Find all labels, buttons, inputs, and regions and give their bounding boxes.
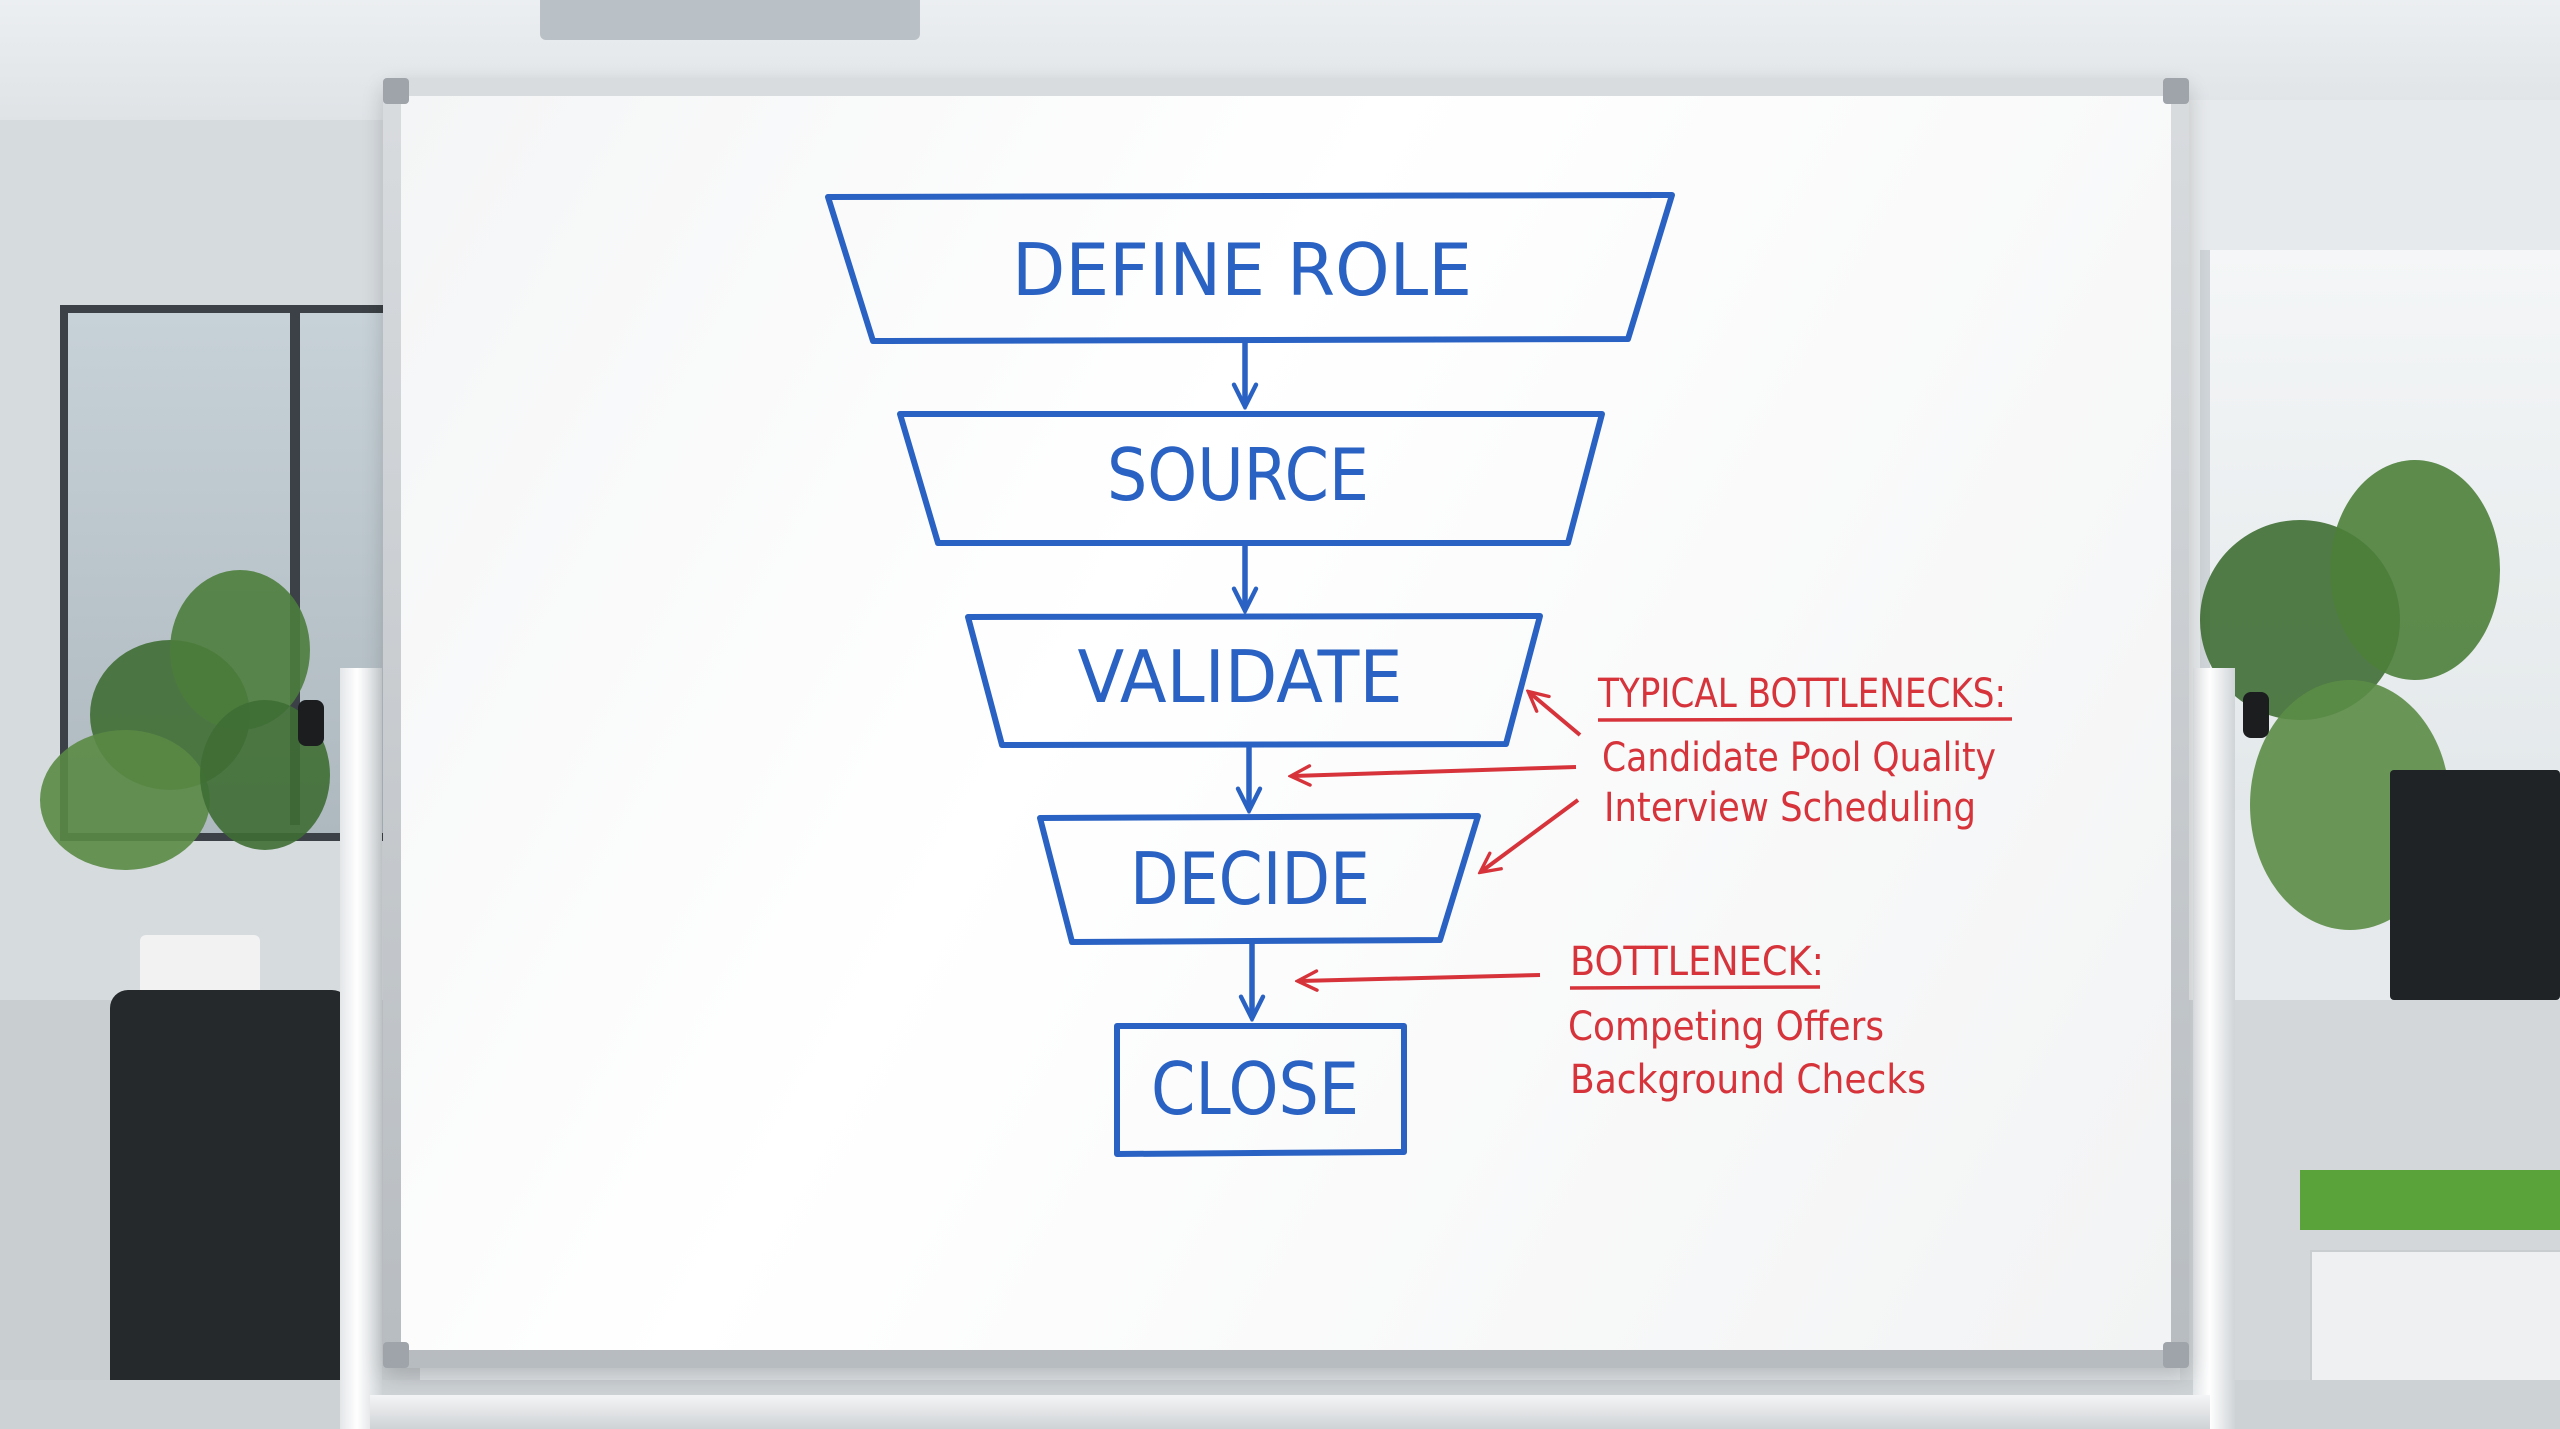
ceiling-vent [540, 0, 920, 40]
pointer-arrow [1530, 693, 1582, 737]
stage-box [1037, 813, 1481, 945]
note-bottleneck: BOTTLENECK: Competing Offers Background … [1300, 939, 1926, 1103]
frame-corner [383, 1342, 409, 1368]
heading-underline [1597, 717, 2013, 722]
stage-decide: DECIDE [1037, 813, 1481, 945]
frame-corner [2163, 78, 2189, 104]
plant-foliage [2330, 460, 2500, 680]
stage-box [897, 411, 1605, 546]
stand-leg-left [340, 668, 382, 1429]
frame-corner [383, 78, 409, 104]
window-divider [290, 305, 300, 825]
pointer-arrow [1300, 975, 1541, 981]
stand-crossbar [370, 1395, 2210, 1429]
stand-knob-left [298, 700, 324, 746]
whiteboard-surface [401, 96, 2171, 1350]
frame-corner [2163, 1342, 2189, 1368]
heading-underline [1569, 985, 1821, 990]
stage-label: DECIDE [1130, 837, 1370, 921]
pointer-arrow [1482, 798, 1580, 871]
stage-box [965, 613, 1543, 748]
note-heading: BOTTLENECK: [1570, 939, 1824, 985]
stage-close: CLOSE [1114, 1023, 1407, 1157]
stage-source: SOURCE [897, 411, 1605, 546]
note-line: Candidate Pool Quality [1602, 735, 1996, 781]
plant-foliage [40, 730, 210, 870]
stage-label: DEFINE ROLE [1012, 228, 1472, 312]
stage-label: CLOSE [1151, 1047, 1359, 1131]
note-line: Background Checks [1570, 1057, 1926, 1103]
computer-monitor [2390, 770, 2560, 1000]
note-typical-bottlenecks: TYPICAL BOTTLENECKS: Candidate Pool Qual… [1293, 671, 2013, 871]
note-line: Interview Scheduling [1604, 785, 1976, 831]
stand-knob-right [2243, 692, 2269, 738]
stage-validate: VALIDATE [965, 613, 1543, 748]
pointer-arrow [1293, 767, 1577, 776]
green-tray [2300, 1170, 2560, 1230]
stage-box [1114, 1023, 1407, 1157]
stage-label: VALIDATE [1078, 635, 1403, 719]
office-chair [110, 990, 350, 1429]
note-heading: TYPICAL BOTTLENECKS: [1597, 671, 2006, 717]
stage-label: SOURCE [1107, 433, 1369, 517]
stand-leg-right [2193, 668, 2235, 1429]
note-line: Competing Offers [1568, 1004, 1884, 1050]
stage-box [825, 192, 1675, 344]
stage-define-role: DEFINE ROLE [825, 192, 1675, 344]
